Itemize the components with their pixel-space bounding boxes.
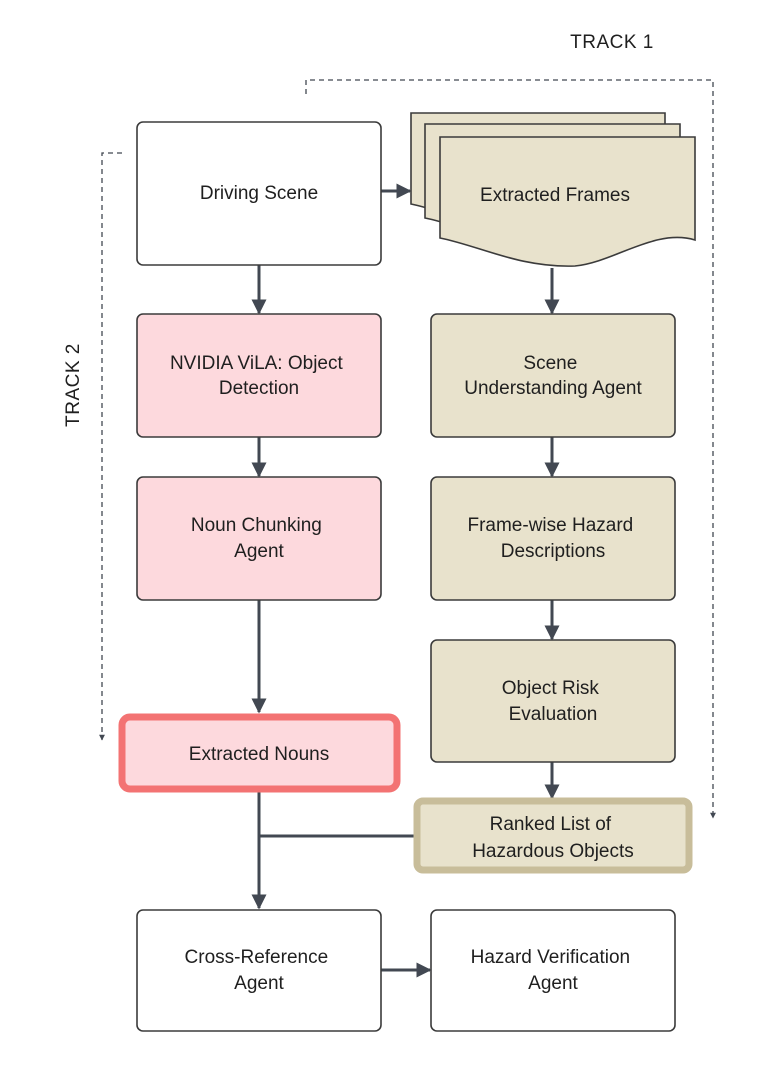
hazard-verification-label-line-1: Hazard Verification xyxy=(471,947,630,968)
hazard-descriptions-label-line-1: Frame-wise Hazard xyxy=(467,515,633,536)
svg-text:Object Risk Evaluation: Object Risk Evaluation xyxy=(502,678,604,725)
scene-understanding-node: Scene Understanding Agent xyxy=(430,313,676,438)
ranked-list-label-line-1: Ranked List of xyxy=(490,814,612,835)
hazard-verification-label-line-2: Agent xyxy=(528,973,578,994)
svg-text:Driving Scene: Driving Scene xyxy=(200,183,318,204)
svg-text:Extracted Frames: Extracted Frames xyxy=(480,185,630,206)
extracted-frames-node: Extracted Frames xyxy=(410,112,696,267)
cross-reference-node: Cross-Reference Agent xyxy=(136,909,382,1032)
noun-chunking-label-line-1: Noun Chunking xyxy=(191,515,322,536)
extracted-frames-label: Extracted Frames xyxy=(480,185,630,206)
object-risk-label-line-2: Evaluation xyxy=(509,704,598,725)
vila-object-detection-node: NVIDIA ViLA: Object Detection xyxy=(136,313,382,438)
svg-text:Extracted Nouns: Extracted Nouns xyxy=(189,744,329,765)
driving-scene-node: Driving Scene xyxy=(136,121,382,266)
svg-text:Ranked List of Hazardous: Ranked List of Hazardous Objects xyxy=(472,814,634,862)
ranked-list-node: Ranked List of Hazardous Objects xyxy=(413,797,693,874)
svg-text:Scene Understanding Agen: Scene Understanding Agent xyxy=(464,353,642,399)
svg-text:Frame-wise Hazard Descri: Frame-wise Hazard Descriptions xyxy=(467,515,638,562)
scene-understanding-label-line-2: Understanding Agent xyxy=(464,378,642,399)
track-2-label: TRACK 2 xyxy=(63,343,84,427)
track-1-label: TRACK 1 xyxy=(570,32,654,53)
ranked-list-label-line-2: Hazardous Objects xyxy=(472,841,634,862)
vila-label-line-2: Detection xyxy=(219,378,299,399)
cross-reference-label-line-1: Cross-Reference xyxy=(185,947,329,968)
hazard-verification-node: Hazard Verification Agent xyxy=(430,909,676,1032)
hazard-descriptions-node: Frame-wise Hazard Descriptions xyxy=(430,476,676,601)
svg-text:Hazard Verification Agen: Hazard Verification Agent xyxy=(471,947,636,994)
noun-chunking-label-line-2: Agent xyxy=(234,541,284,562)
extracted-nouns-node: Extracted Nouns xyxy=(118,713,401,793)
noun-chunking-node: Noun Chunking Agent xyxy=(136,476,382,601)
vila-label-line-1: NVIDIA ViLA: Object xyxy=(170,353,344,374)
svg-text:Noun Chunking Agent: Noun Chunking Agent xyxy=(191,515,327,562)
scene-understanding-label-line-1: Scene xyxy=(523,353,577,374)
cross-reference-label-line-2: Agent xyxy=(234,973,284,994)
hazard-descriptions-label-line-2: Descriptions xyxy=(501,541,606,562)
track-2-dashed-connector xyxy=(99,152,122,741)
track-1-dashed-connector xyxy=(305,79,716,819)
extracted-nouns-label: Extracted Nouns xyxy=(189,744,329,765)
object-risk-label-line-1: Object Risk xyxy=(502,678,600,699)
svg-text:NVIDIA ViLA: Object Dete: NVIDIA ViLA: Object Detection xyxy=(170,353,348,399)
driving-scene-label: Driving Scene xyxy=(200,183,318,204)
svg-text:Cross-Reference Agent: Cross-Reference Agent xyxy=(185,947,334,994)
object-risk-node: Object Risk Evaluation xyxy=(430,639,676,763)
